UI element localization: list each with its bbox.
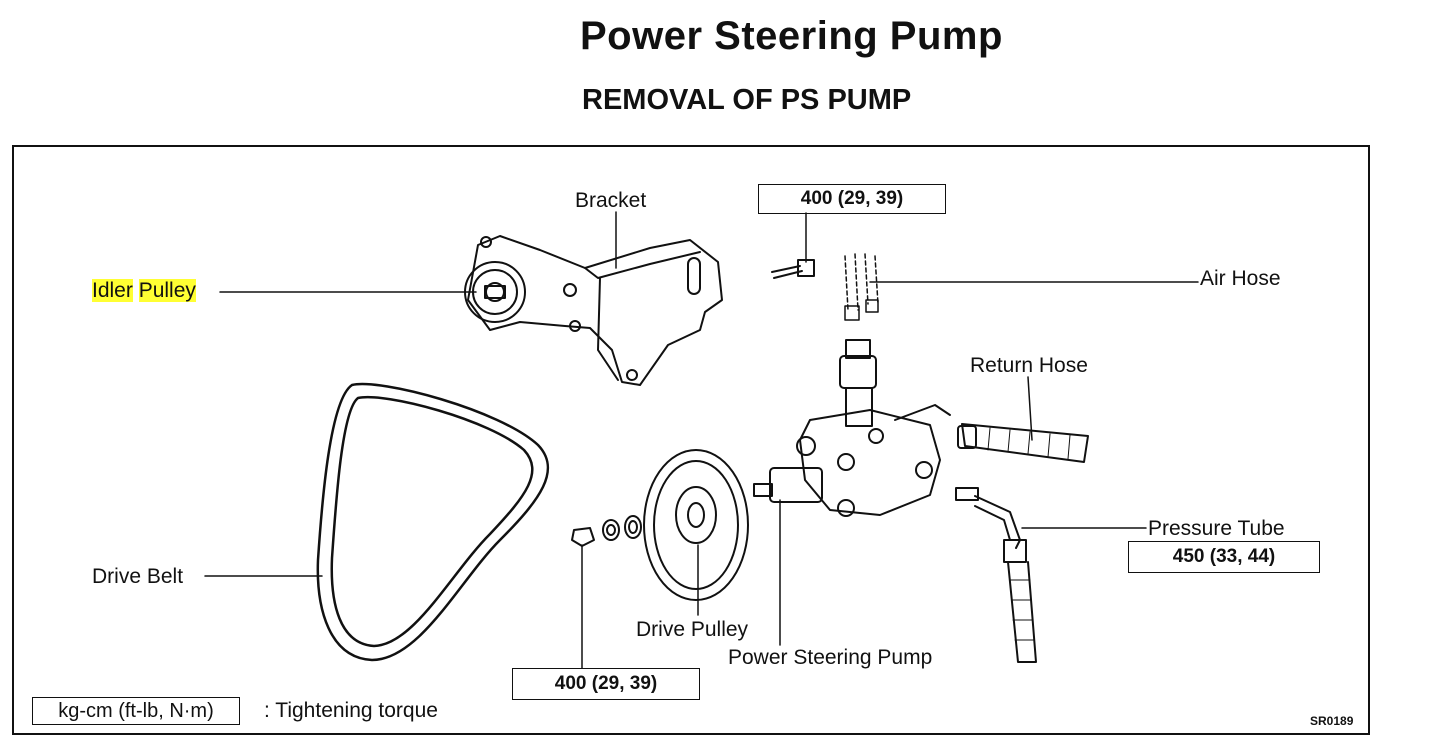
label-bracket: Bracket	[575, 189, 647, 212]
label-power-steering-pump: Power Steering Pump	[728, 646, 933, 669]
legend-unit-box: kg-cm (ft-lb, N·m)	[32, 697, 240, 725]
label-return-hose: Return Hose	[970, 354, 1088, 377]
leader-lines	[204, 211, 1199, 669]
torque-box-nut-bottom: 400 (29, 39)	[512, 668, 700, 700]
label-drive-belt: Drive Belt	[92, 565, 184, 588]
diagram-frame	[12, 145, 1370, 735]
label-pulley-word: Pulley	[138, 279, 196, 302]
return-hose-drawing	[957, 423, 1089, 463]
figure-code: SR0189	[1310, 714, 1354, 728]
torque-box-pressure-tube: 450 (33, 44)	[1128, 541, 1320, 573]
page-subtitle: REMOVAL OF PS PUMP	[582, 84, 912, 116]
page-title: Power Steering Pump	[580, 14, 1003, 58]
drive-pulley-drawing	[571, 449, 749, 601]
torque-box-bolt-top: 400 (29, 39)	[758, 184, 946, 214]
pressure-tube-drawing	[955, 487, 1037, 663]
legend-description: : Tightening torque	[264, 699, 438, 722]
bolt-top-drawing	[771, 259, 815, 279]
label-air-hose: Air Hose	[1200, 267, 1281, 290]
label-pressure-tube: Pressure Tube	[1148, 517, 1285, 540]
label-idler-pulley: Idler Pulley	[92, 279, 196, 302]
air-hose-drawing	[844, 253, 879, 321]
drive-belt-drawing	[316, 382, 550, 662]
label-idler-word: Idler	[92, 279, 133, 302]
power-steering-pump-drawing	[753, 339, 951, 517]
label-drive-pulley: Drive Pulley	[636, 618, 749, 641]
idler-pulley-bracket-drawing	[464, 235, 723, 386]
